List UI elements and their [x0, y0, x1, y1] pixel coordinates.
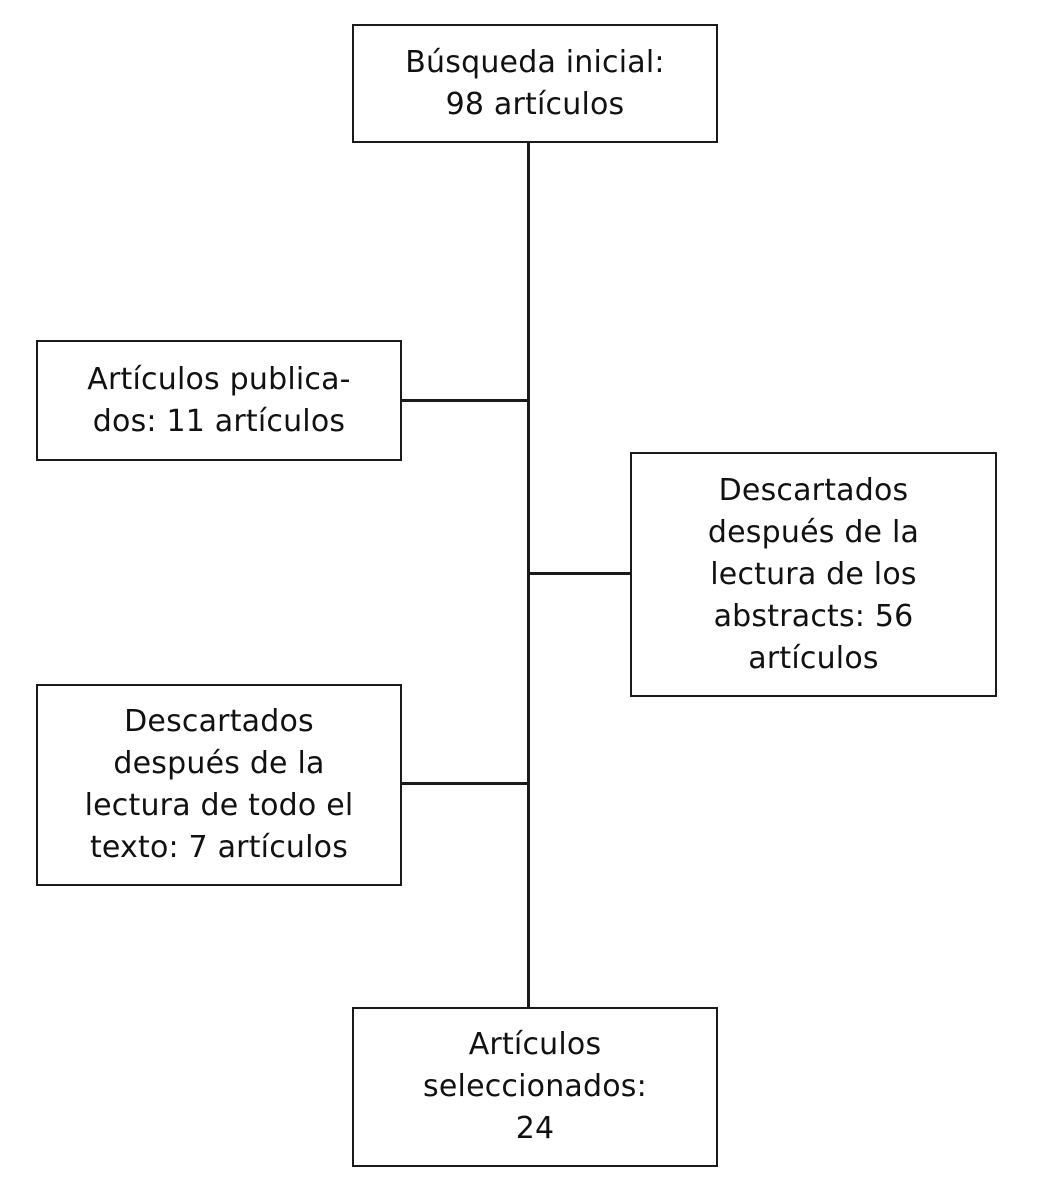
node-published-articles: Artículos publica- dos: 11 artículos [36, 340, 402, 461]
node-initial-search-label: Búsqueda inicial: 98 artículos [405, 44, 665, 122]
connector-fulltext-branch [400, 782, 529, 785]
node-selected-articles: Artículos seleccionados: 24 [352, 1007, 718, 1167]
node-published-articles-label: Artículos publica- dos: 11 artículos [87, 361, 351, 439]
connector-published-branch [400, 399, 529, 402]
node-discarded-after-abstracts: Descartados después de la lectura de los… [630, 452, 997, 697]
node-discarded-after-abstracts-label: Descartados después de la lectura de los… [707, 472, 920, 676]
connector-abstracts-branch [527, 572, 632, 575]
node-selected-articles-label: Artículos seleccionados: 24 [423, 1027, 647, 1146]
node-discarded-after-fulltext-label: Descartados después de la lectura de tod… [84, 704, 354, 865]
connector-trunk-vertical [527, 141, 530, 1009]
node-initial-search: Búsqueda inicial: 98 artículos [352, 24, 718, 143]
node-discarded-after-fulltext: Descartados después de la lectura de tod… [36, 684, 402, 886]
